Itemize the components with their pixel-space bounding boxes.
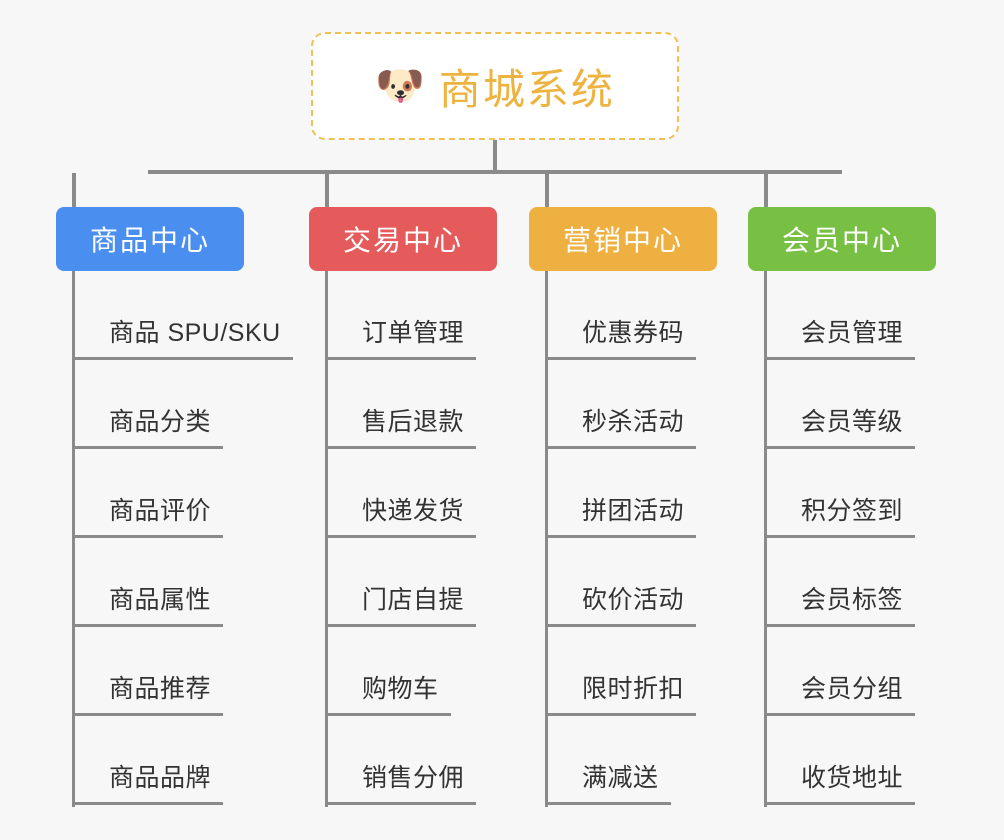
leaf-item-underline: 门店自提 xyxy=(328,580,477,627)
leaf-item-label: 商品属性 xyxy=(109,586,212,614)
leaf-item-underline: 限时折扣 xyxy=(548,669,697,716)
leaf-item[interactable]: 秒杀活动 xyxy=(548,360,697,449)
leaf-item-label: 门店自提 xyxy=(362,586,465,614)
leaf-item-underline: 会员管理 xyxy=(767,313,916,360)
leaf-item-label: 销售分佣 xyxy=(362,764,465,792)
leaf-item-underline: 商品推荐 xyxy=(75,669,224,716)
leaf-item-label: 砍价活动 xyxy=(582,586,685,614)
leaf-item[interactable]: 积分签到 xyxy=(767,449,916,538)
leaf-item[interactable]: 商品评价 xyxy=(75,449,293,538)
leaf-item-underline: 会员标签 xyxy=(767,580,916,627)
leaf-item-underline: 拼团活动 xyxy=(548,491,697,538)
leaf-item[interactable]: 会员标签 xyxy=(767,538,916,627)
leaf-item[interactable]: 商品分类 xyxy=(75,360,293,449)
leaf-item-label: 商品品牌 xyxy=(109,764,212,792)
leaf-item[interactable]: 商品 SPU/SKU xyxy=(75,271,293,360)
leaf-item-label: 收货地址 xyxy=(801,764,904,792)
category-box[interactable]: 商品中心 xyxy=(56,207,244,271)
leaf-item-label: 会员管理 xyxy=(801,319,904,347)
leaf-item-label: 商品分类 xyxy=(109,408,212,436)
column-drop-connector xyxy=(545,173,549,207)
leaf-item[interactable]: 优惠券码 xyxy=(548,271,697,360)
leaf-item[interactable]: 商品属性 xyxy=(75,538,293,627)
leaf-list: 优惠券码秒杀活动拼团活动砍价活动限时折扣满减送 xyxy=(548,271,697,805)
column-drop-connector xyxy=(72,173,76,207)
leaf-item-underline: 秒杀活动 xyxy=(548,402,697,449)
column-trunk-connector xyxy=(72,271,75,807)
leaf-item-label: 拼团活动 xyxy=(582,497,685,525)
category-label: 交易中心 xyxy=(342,225,463,256)
dog-face-icon: 🐶 xyxy=(375,64,425,108)
leaf-item-underline: 商品属性 xyxy=(75,580,224,627)
leaf-item-underline: 订单管理 xyxy=(328,313,477,360)
leaf-list: 订单管理售后退款快递发货门店自提购物车销售分佣 xyxy=(328,271,477,805)
leaf-item[interactable]: 商品推荐 xyxy=(75,627,293,716)
leaf-item-underline: 快递发货 xyxy=(328,491,477,538)
leaf-item-underline: 商品品牌 xyxy=(75,758,224,805)
leaf-item-underline: 销售分佣 xyxy=(328,758,477,805)
leaf-item[interactable]: 门店自提 xyxy=(328,538,477,627)
leaf-list: 会员管理会员等级积分签到会员标签会员分组收货地址 xyxy=(767,271,916,805)
leaf-item-underline: 商品评价 xyxy=(75,491,224,538)
column-trunk-connector xyxy=(764,271,767,807)
root-title: 商城系统 xyxy=(438,65,615,113)
leaf-item-label: 优惠券码 xyxy=(582,319,685,347)
leaf-item[interactable]: 订单管理 xyxy=(328,271,477,360)
leaf-item-underline: 购物车 xyxy=(328,669,451,716)
leaf-item-underline: 砍价活动 xyxy=(548,580,697,627)
leaf-item-underline: 商品分类 xyxy=(75,402,224,449)
leaf-item-label: 满减送 xyxy=(582,764,659,792)
leaf-item[interactable]: 收货地址 xyxy=(767,716,916,805)
leaf-item-label: 秒杀活动 xyxy=(582,408,685,436)
leaf-item[interactable]: 拼团活动 xyxy=(548,449,697,538)
leaf-item-label: 售后退款 xyxy=(362,408,465,436)
leaf-item-label: 购物车 xyxy=(362,675,439,703)
leaf-item-underline: 商品 SPU/SKU xyxy=(75,313,293,360)
leaf-item-underline: 积分签到 xyxy=(767,491,916,538)
leaf-item-label: 积分签到 xyxy=(801,497,904,525)
leaf-list: 商品 SPU/SKU 商品分类商品评价商品属性商品推荐商品品牌 xyxy=(75,271,293,805)
root-stem-connector xyxy=(493,140,497,173)
leaf-item[interactable]: 会员管理 xyxy=(767,271,916,360)
horizontal-bus-connector xyxy=(148,170,842,174)
leaf-item-underline: 满减送 xyxy=(548,758,671,805)
leaf-item-underline: 会员分组 xyxy=(767,669,916,716)
leaf-item-underline: 会员等级 xyxy=(767,402,916,449)
category-box[interactable]: 营销中心 xyxy=(529,207,717,271)
leaf-item-label: 会员分组 xyxy=(801,675,904,703)
leaf-item[interactable]: 快递发货 xyxy=(328,449,477,538)
leaf-item-label: 商品推荐 xyxy=(109,675,212,703)
leaf-item[interactable]: 限时折扣 xyxy=(548,627,697,716)
column-trunk-connector xyxy=(545,271,548,807)
root-node[interactable]: 🐶 商城系统 xyxy=(311,32,679,140)
leaf-item[interactable]: 购物车 xyxy=(328,627,476,716)
leaf-item-label: 订单管理 xyxy=(362,319,465,347)
leaf-item-label: 限时折扣 xyxy=(582,675,685,703)
leaf-item-label: 会员标签 xyxy=(801,586,904,614)
leaf-item-underline: 收货地址 xyxy=(767,758,916,805)
column-drop-connector xyxy=(764,173,768,207)
leaf-item-underline: 售后退款 xyxy=(328,402,477,449)
leaf-item[interactable]: 商品品牌 xyxy=(75,716,293,805)
column-trunk-connector xyxy=(325,271,328,807)
leaf-item-label: 商品评价 xyxy=(109,497,212,525)
category-box[interactable]: 会员中心 xyxy=(748,207,936,271)
leaf-item[interactable]: 售后退款 xyxy=(328,360,477,449)
category-label: 会员中心 xyxy=(781,225,902,256)
category-label: 营销中心 xyxy=(562,225,683,256)
category-box[interactable]: 交易中心 xyxy=(309,207,497,271)
leaf-item-underline: 优惠券码 xyxy=(548,313,697,360)
leaf-item-label: 会员等级 xyxy=(801,408,904,436)
leaf-item-label: 商品 SPU/SKU xyxy=(109,319,281,347)
column-drop-connector xyxy=(325,173,329,207)
leaf-item[interactable]: 会员分组 xyxy=(767,627,916,716)
leaf-item[interactable]: 销售分佣 xyxy=(328,716,477,805)
category-label: 商品中心 xyxy=(89,225,210,256)
leaf-item[interactable]: 会员等级 xyxy=(767,360,916,449)
leaf-item[interactable]: 满减送 xyxy=(548,716,696,805)
leaf-item[interactable]: 砍价活动 xyxy=(548,538,697,627)
leaf-item-label: 快递发货 xyxy=(362,497,465,525)
